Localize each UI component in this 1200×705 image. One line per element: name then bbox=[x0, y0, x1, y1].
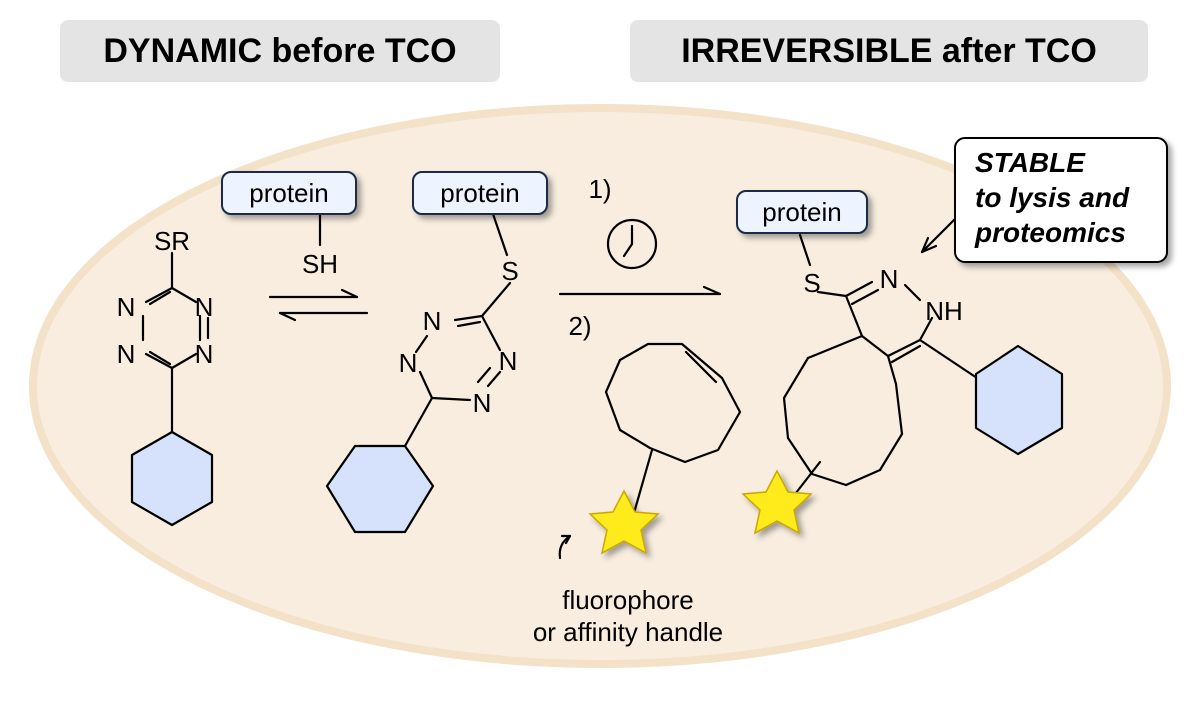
atom-sr: SR bbox=[154, 226, 190, 256]
atom-n: N bbox=[399, 348, 418, 378]
dihydropyridazine-product bbox=[782, 233, 982, 500]
atom-n: N bbox=[423, 306, 442, 336]
protein-box-1: protein bbox=[221, 171, 357, 215]
callout-line-3: proteomics bbox=[974, 217, 1126, 248]
step-2-label: 2) bbox=[568, 311, 591, 341]
reaction-arrow bbox=[558, 285, 722, 296]
atom-n: N bbox=[117, 292, 136, 322]
handle-label-line-2: or affinity handle bbox=[533, 617, 723, 647]
protein-box-3: protein bbox=[736, 190, 868, 234]
fluorophore-star-icon bbox=[588, 489, 660, 555]
atom-s: S bbox=[803, 268, 820, 298]
tetrazine-protein-adduct bbox=[403, 212, 512, 448]
atom-n: N bbox=[499, 346, 518, 376]
header-dynamic-before-tco: DYNAMIC before TCO bbox=[60, 20, 500, 82]
cell-ellipse bbox=[29, 104, 1171, 668]
atom-n: N bbox=[117, 339, 136, 369]
protein-label-1: protein bbox=[249, 178, 329, 208]
protein-label-3: protein bbox=[762, 197, 842, 227]
atom-sh: SH bbox=[302, 249, 338, 279]
atom-n: N bbox=[195, 339, 214, 369]
atom-s: S bbox=[501, 256, 518, 286]
protein-label-2: protein bbox=[440, 178, 520, 208]
atom-n: N bbox=[473, 388, 492, 418]
tco-molecule bbox=[604, 342, 742, 522]
callout-line-2: to lysis and bbox=[975, 182, 1130, 213]
atom-n: N bbox=[880, 264, 899, 294]
callout-line-1: STABLE bbox=[975, 147, 1086, 178]
callout-arrow bbox=[920, 216, 958, 254]
protein-box-2: protein bbox=[412, 171, 548, 215]
cyclohexyl-ring-2 bbox=[325, 444, 435, 534]
cyclohexyl-ring-3 bbox=[974, 344, 1064, 456]
handle-label-line-1: fluorophore bbox=[562, 585, 694, 615]
tetrazine-sr-molecule bbox=[141, 251, 210, 434]
atom-nh: NH bbox=[925, 296, 963, 326]
header-irreversible-after-tco: IRREVERSIBLE after TCO bbox=[630, 20, 1148, 82]
stable-callout: STABLE to lysis and proteomics bbox=[954, 137, 1168, 263]
handle-pointer-arrow bbox=[558, 534, 572, 560]
cyclohexyl-ring-1 bbox=[130, 430, 214, 527]
atom-n: N bbox=[195, 292, 214, 322]
equilibrium-arrows bbox=[268, 288, 369, 322]
step-1-label: 1) bbox=[588, 174, 611, 204]
fluorophore-star-icon bbox=[741, 469, 813, 535]
clock-icon bbox=[606, 218, 658, 270]
